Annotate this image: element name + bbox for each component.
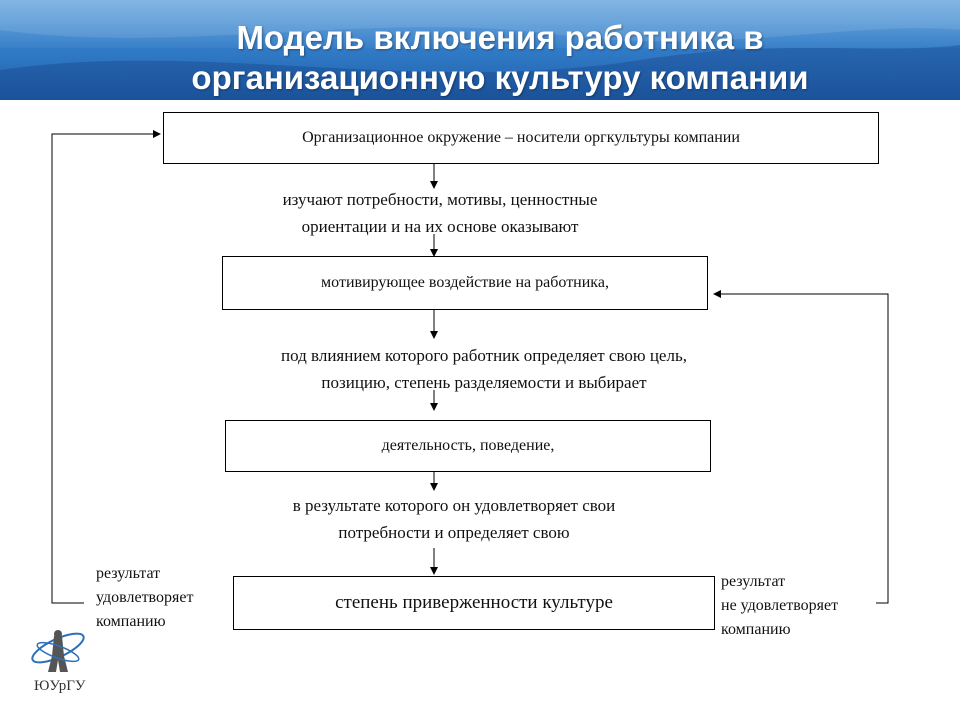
left-note-line-2: удовлетворяет bbox=[96, 589, 194, 606]
right-feedback-loop bbox=[713, 290, 889, 604]
box-organizational-environment: Организационное окружение – носители орг… bbox=[163, 112, 879, 164]
page-title: Модель включения работника в организацио… bbox=[110, 18, 890, 98]
right-note-line-1: результат bbox=[721, 573, 786, 590]
note-study-needs-line-1: изучают потребности, мотивы, ценностные bbox=[282, 190, 598, 209]
university-logo-label: ЮУрГУ bbox=[34, 678, 86, 694]
left-feedback-loop bbox=[51, 130, 161, 604]
note-study-needs-line-2: ориентации и на их основе оказывают bbox=[301, 217, 579, 236]
note-under-influence: под влиянием которого работник определяе… bbox=[214, 342, 754, 396]
left-note-line-3: компанию bbox=[96, 613, 166, 630]
left-note-satisfies: результат удовлетворяет компанию bbox=[96, 562, 193, 634]
box-commitment-degree-label: степень приверженности культуре bbox=[335, 592, 613, 613]
header-wave bbox=[0, 0, 960, 100]
box-commitment-degree: степень приверженности культуре bbox=[233, 576, 715, 630]
note-under-influence-line-2: позицию, степень разделяемости и выбирае… bbox=[321, 373, 647, 392]
header-band bbox=[0, 0, 960, 100]
title-line-1: Модель включения работника в bbox=[236, 19, 764, 56]
university-logo-icon bbox=[31, 630, 85, 672]
left-note-line-1: результат bbox=[96, 565, 161, 582]
header-gloss bbox=[0, 0, 960, 48]
box-activity-behavior: деятельность, поведение, bbox=[225, 420, 711, 472]
box-organizational-environment-label: Организационное окружение – носители орг… bbox=[302, 129, 740, 146]
title-line-2: организационную культуру компании bbox=[191, 59, 809, 96]
box-motivating-influence: мотивирующее воздействие на работника, bbox=[222, 256, 708, 310]
note-as-result: в результате которого он удовлетворяет с… bbox=[224, 492, 684, 546]
box-activity-behavior-label: деятельность, поведение, bbox=[381, 437, 555, 454]
note-as-result-line-2: потребности и определяет свою bbox=[338, 523, 570, 542]
right-note-line-2: не удовлетворяет bbox=[721, 597, 839, 614]
right-note-not-satisfies: результат не удовлетворяет компанию bbox=[721, 570, 838, 642]
note-as-result-line-1: в результате которого он удовлетворяет с… bbox=[292, 496, 616, 515]
right-note-line-3: компанию bbox=[721, 621, 791, 638]
note-study-needs: изучают потребности, мотивы, ценностные … bbox=[180, 186, 700, 240]
note-under-influence-line-1: под влиянием которого работник определяе… bbox=[281, 346, 687, 365]
box-motivating-influence-label: мотивирующее воздействие на работника, bbox=[321, 274, 609, 291]
